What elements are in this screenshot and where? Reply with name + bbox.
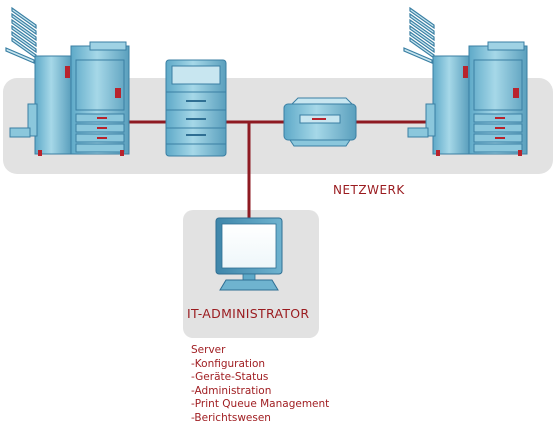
network-band (3, 78, 553, 174)
task-item: Server (191, 344, 226, 356)
production-printer-left-icon (5, 6, 130, 156)
desktop-printer-icon (283, 97, 357, 147)
task-item: -Konfiguration (191, 357, 266, 370)
admin-task-list: Server -Konfiguration -Geräte-Status -Ad… (191, 344, 329, 425)
admin-label: IT-ADMINISTRATOR (187, 306, 310, 321)
task-item: -Print Queue Management (191, 398, 330, 410)
task-item: -Administration (191, 384, 272, 397)
office-printer-icon (165, 59, 227, 157)
task-item: -Geräte-Status (191, 371, 269, 383)
production-printer-right-icon (403, 6, 528, 156)
network-label: NETZWERK (333, 183, 405, 197)
task-item: -Berichtswesen (191, 411, 271, 424)
computer-monitor-icon (215, 217, 283, 291)
